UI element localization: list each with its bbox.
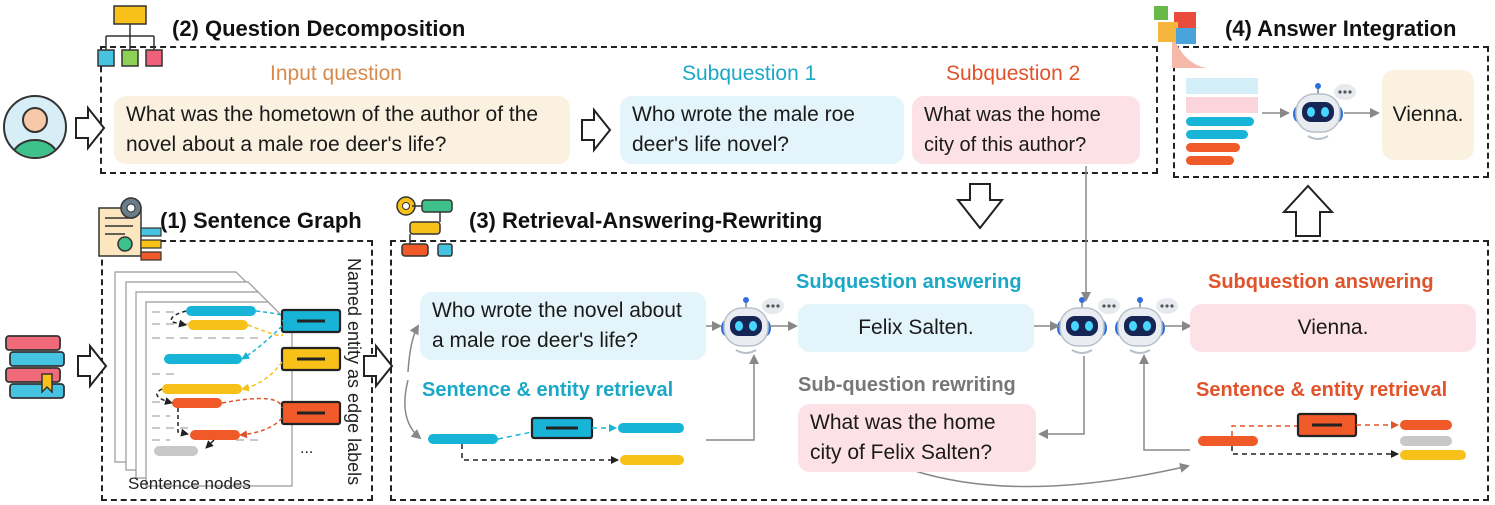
input-question-label: Input question bbox=[270, 62, 402, 85]
sentence-graph-title: (1) Sentence Graph bbox=[160, 208, 362, 233]
hollow-arrow-right bbox=[75, 105, 106, 151]
rar-question-1-box: Who wrote the novel about a male roe dee… bbox=[420, 292, 706, 360]
hollow-arrow-down bbox=[955, 183, 1005, 230]
subquestion-2-label: Subquestion 2 bbox=[946, 62, 1081, 85]
tree-structure-icon bbox=[97, 5, 163, 67]
hollow-arrow-up bbox=[1281, 184, 1335, 237]
books-stack-icon bbox=[5, 335, 65, 399]
input-question-box: What was the hometown of the author of t… bbox=[114, 96, 570, 164]
retrieval-label-2: Sentence & entity retrieval bbox=[1196, 379, 1448, 401]
hollow-arrow-right bbox=[363, 343, 394, 389]
rewriting-label: Sub-question rewriting bbox=[798, 374, 1016, 396]
workflow-gear-icon bbox=[396, 196, 453, 257]
decomposition-title: (2) Question Decomposition bbox=[172, 16, 466, 41]
rar-title: (3) Retrieval-Answering-Rewriting bbox=[469, 208, 823, 233]
rewritten-question-box: What was the home city of Felix Salten? bbox=[798, 404, 1036, 472]
subquestion-1-label: Subquestion 1 bbox=[682, 62, 817, 85]
rar-panel bbox=[390, 240, 1489, 501]
decomposition-panel bbox=[100, 46, 1158, 174]
user-avatar-icon bbox=[3, 95, 67, 159]
sentence-nodes-label: Sentence nodes bbox=[128, 474, 251, 493]
integration-panel bbox=[1173, 46, 1489, 178]
ellipsis-label: ... bbox=[300, 440, 314, 457]
integration-title: (4) Answer Integration bbox=[1225, 16, 1457, 41]
subquestion-2-box: What was the home city of this author? bbox=[912, 96, 1140, 164]
final-answer-box: Vienna. bbox=[1382, 70, 1474, 160]
named-entity-edge-label: Named entity as edge labels bbox=[344, 258, 364, 486]
document-gear-icon bbox=[98, 197, 162, 261]
puzzle-pieces-icon bbox=[1154, 6, 1207, 68]
answer-2-box: Vienna. bbox=[1190, 304, 1476, 352]
answer-1-box: Felix Salten. bbox=[798, 304, 1034, 352]
hollow-arrow-right bbox=[581, 107, 612, 153]
hollow-arrow-right bbox=[77, 343, 108, 389]
answering-label-1: Subquestion answering bbox=[796, 271, 1022, 293]
answering-label-2: Subquestion answering bbox=[1208, 271, 1434, 293]
retrieval-label-1: Sentence & entity retrieval bbox=[422, 379, 674, 401]
subquestion-1-box: Who wrote the male roe deer's life novel… bbox=[620, 96, 904, 164]
